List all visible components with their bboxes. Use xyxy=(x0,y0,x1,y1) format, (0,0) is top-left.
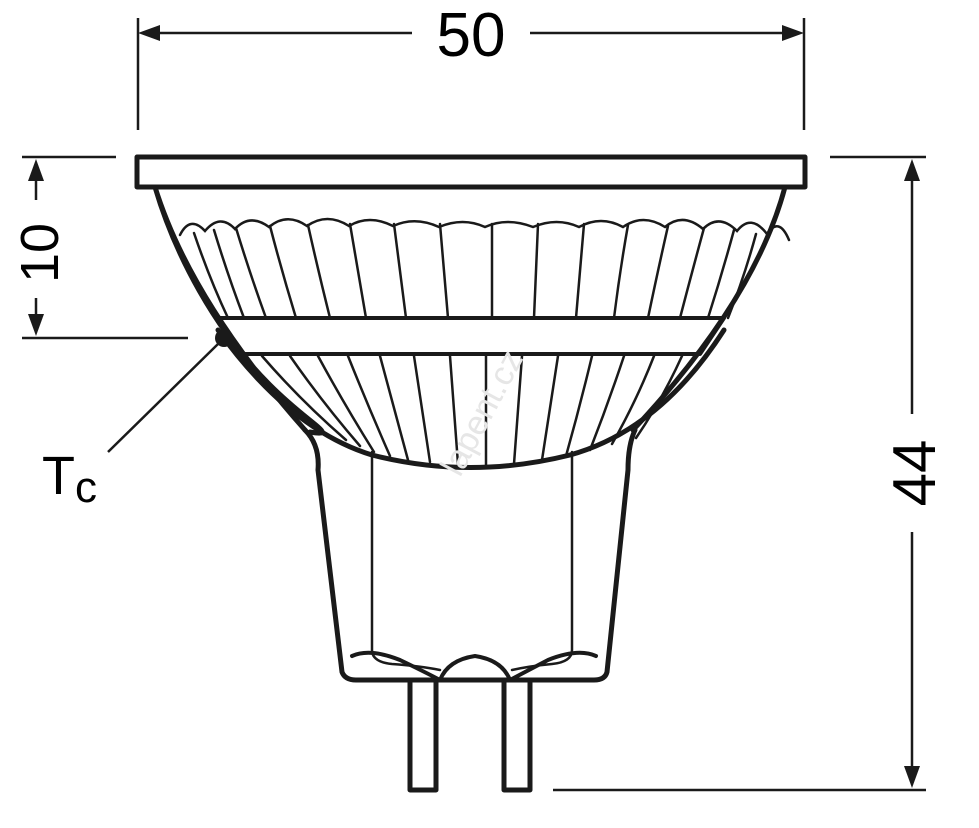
front-rim xyxy=(134,154,808,190)
tc-label-sub: c xyxy=(75,463,97,512)
band-label: 10 xyxy=(10,223,70,283)
pin-right xyxy=(501,677,533,793)
reflector-scallop-ring xyxy=(178,217,791,242)
width-arrow-left xyxy=(138,25,160,41)
height-dimension: 44 xyxy=(553,155,948,792)
height-arrow-bottom xyxy=(904,766,920,788)
band-dimension: 10 xyxy=(10,155,188,340)
tc-band xyxy=(214,316,726,356)
tc-marker: Tc xyxy=(42,329,233,512)
pin-left xyxy=(407,677,439,793)
lamp-base xyxy=(302,427,638,683)
base-arch xyxy=(350,650,598,682)
watermark: lapent.cz xyxy=(434,344,531,482)
tc-label: Tc xyxy=(42,446,97,512)
tc-leader-line xyxy=(107,343,219,453)
height-arrow-top xyxy=(904,159,920,181)
width-label: 50 xyxy=(437,1,506,70)
band-arrow-top xyxy=(28,159,44,181)
width-dimension: 50 xyxy=(136,1,806,130)
base-inner-line xyxy=(370,450,574,672)
height-label: 44 xyxy=(881,440,948,507)
tc-point xyxy=(215,329,233,347)
band-arrow-bottom xyxy=(28,314,44,336)
lamp-body xyxy=(134,154,808,793)
tc-label-main: T xyxy=(42,446,75,506)
upper-facet-lines xyxy=(192,222,758,320)
width-arrow-right xyxy=(782,25,804,41)
reflector-bowl xyxy=(215,327,727,470)
